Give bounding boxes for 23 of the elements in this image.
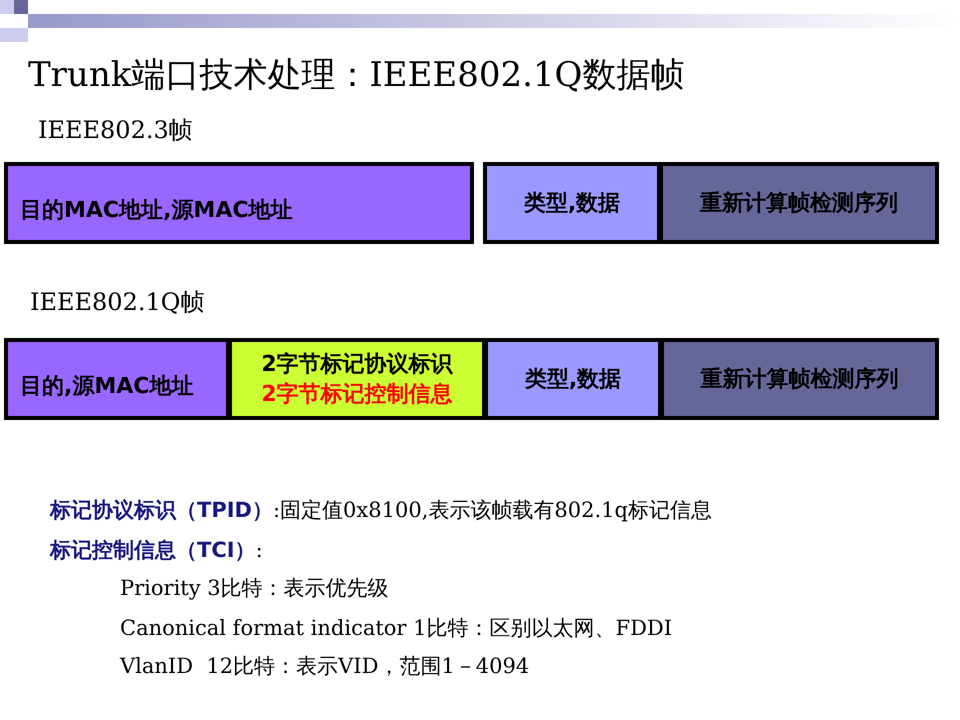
field-text: 重新计算帧检测序列 [700, 366, 900, 394]
field-text: 目的,源MAC地址 [20, 373, 194, 401]
frame-field [4, 162, 474, 244]
definition-text: 标记控制信息（TCI）: [50, 537, 263, 564]
frame-field [228, 338, 486, 420]
frame-field [660, 338, 939, 420]
frame-field [4, 338, 230, 420]
frame-heading: IEEE802.3帧 [38, 115, 193, 146]
title: Trunk端口技术处理：IEEE802.1Q数据帧 [28, 54, 684, 97]
field-text: 2字节标记协议标识 [260, 350, 454, 379]
field-text: 类型,数据 [522, 190, 622, 218]
field-text: 目的MAC地址,源MAC地址 [20, 197, 294, 225]
frame-heading: IEEE802.1Q帧 [30, 287, 204, 318]
note-text: Canonical format indicator 1比特：区别以太网、FDDI [120, 615, 672, 642]
frame-field [659, 162, 939, 244]
note-text: VlanID 12比特：表示VID，范围1－4094 [120, 653, 530, 680]
field-text: 重新计算帧检测序列 [699, 190, 899, 218]
definition-text: 标记协议标识（TPID）:固定值0x8100,表示该帧载有802.1q标记信息 [50, 497, 712, 524]
field-text: 类型,数据 [524, 366, 622, 394]
frame-field [483, 162, 661, 244]
field-text: 2字节标记控制信息 [260, 380, 454, 409]
frame-field [484, 338, 662, 420]
note-text: Priority 3比特：表示优先级 [120, 575, 389, 602]
